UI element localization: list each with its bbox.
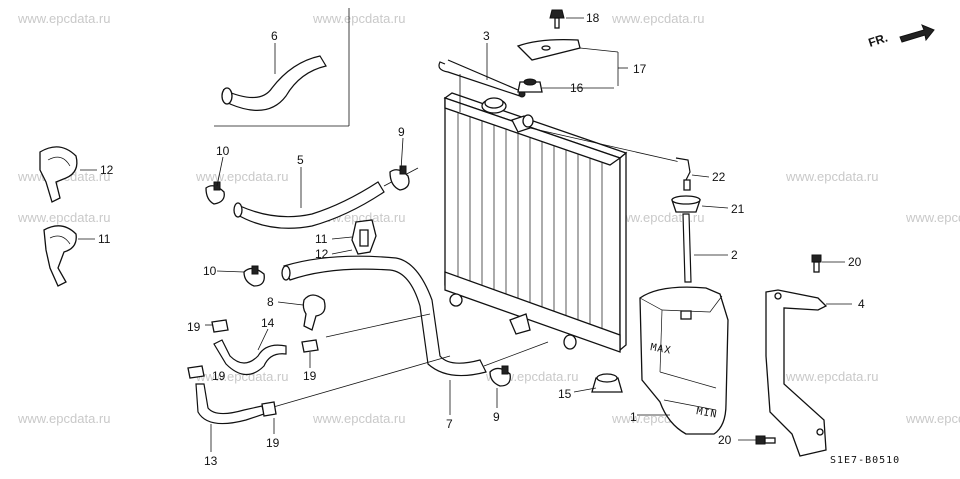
callout-18: 18: [586, 11, 600, 25]
clip-19-a: [211, 319, 229, 333]
callout-12-mid: 12: [315, 247, 329, 261]
callout-13: 13: [204, 454, 218, 468]
callout-4: 4: [858, 297, 865, 311]
reservoir-tube: [682, 213, 692, 283]
callout-16: 16: [570, 81, 584, 95]
clamp-11-12: [351, 219, 377, 255]
radiator: [443, 92, 628, 353]
callout-19-a: 19: [187, 320, 201, 334]
callout-numbers: 1 2 3 4 5 6 7 8 9 9 10 10 11 11 12 12 13…: [98, 11, 865, 468]
clamp-11-left: [43, 225, 77, 287]
leader-lines: [78, 17, 852, 452]
clamp-9-upper: [389, 165, 410, 191]
clamp-12-left: [39, 146, 78, 203]
direction-label: FR.: [867, 31, 890, 50]
callout-3: 3: [483, 29, 490, 43]
callout-6: 6: [271, 29, 278, 43]
watermark: www.epcdata.ru: [312, 11, 406, 26]
clip-19-d: [261, 401, 277, 417]
callout-9-upper: 9: [398, 125, 405, 139]
callout-19-b: 19: [212, 369, 226, 383]
callout-19-d: 19: [266, 436, 280, 450]
lower-radiator-hose: [283, 255, 487, 377]
watermark: www.epcdata.ru: [17, 210, 111, 225]
callout-14: 14: [261, 316, 275, 330]
callout-8: 8: [267, 295, 274, 309]
hose-6: [222, 55, 327, 111]
callout-19-c: 19: [303, 369, 317, 383]
clip-19-c: [301, 339, 319, 353]
watermark: www.epcdata.ru: [17, 411, 111, 426]
watermark: www.epcdata.ru: [611, 210, 705, 225]
clamp-10-upper: [205, 181, 225, 205]
callout-5: 5: [297, 153, 304, 167]
watermark: www.epcdata.ru: [905, 411, 960, 426]
reserve-tank: MAX MIN: [639, 286, 729, 435]
callout-15: 15: [558, 387, 572, 401]
watermark: www.epcdata.ru: [312, 411, 406, 426]
callout-17: 17: [633, 62, 647, 76]
callout-20-upper: 20: [848, 255, 862, 269]
callout-2: 2: [731, 248, 738, 262]
clamp-8: [302, 294, 326, 331]
callout-22: 22: [712, 170, 726, 184]
hose-13: [195, 383, 265, 425]
hose-14: [213, 339, 287, 376]
callout-10-upper: 10: [216, 144, 230, 158]
watermark: www.epcdata.ru: [905, 210, 960, 225]
watermark: www.epcdata.ru: [611, 11, 705, 26]
callout-11-left: 11: [98, 232, 111, 246]
svg-text:MIN: MIN: [695, 406, 718, 420]
callout-11-mid: 11: [315, 232, 328, 246]
clamp-9-lower: [489, 365, 511, 387]
watermark: www.epcdata.ru: [195, 369, 289, 384]
overflow-tube: [438, 61, 521, 97]
callout-12-left: 12: [100, 163, 114, 177]
watermark: www.epcdata.ru: [17, 11, 111, 26]
svg-text:MAX: MAX: [649, 342, 672, 356]
callout-9-lower: 9: [493, 410, 500, 424]
callout-20-lower: 20: [718, 433, 732, 447]
clamp-10-lower: [243, 265, 265, 287]
reservoir-bracket: [765, 289, 828, 457]
callout-10-lower: 10: [203, 264, 217, 278]
inset-frame: [214, 8, 350, 127]
watermark: www.epcdata.ru: [785, 169, 879, 184]
bolt-20-lower: [755, 435, 776, 445]
bolt-20-upper: [811, 254, 822, 273]
callout-21: 21: [731, 202, 745, 216]
watermark: www.epcdata.ru: [195, 169, 289, 184]
upper-radiator-hose: [235, 181, 385, 229]
callout-1: 1: [630, 410, 637, 424]
callout-7: 7: [446, 417, 453, 431]
diagram-code: S1E7-B0510: [830, 455, 900, 466]
bolt-18: [549, 9, 565, 19]
clip-19-b: [187, 365, 205, 379]
watermark: www.epcdata.ru: [785, 369, 879, 384]
front-arrow-icon: [899, 24, 935, 43]
front-direction-marker: FR.: [867, 24, 935, 50]
